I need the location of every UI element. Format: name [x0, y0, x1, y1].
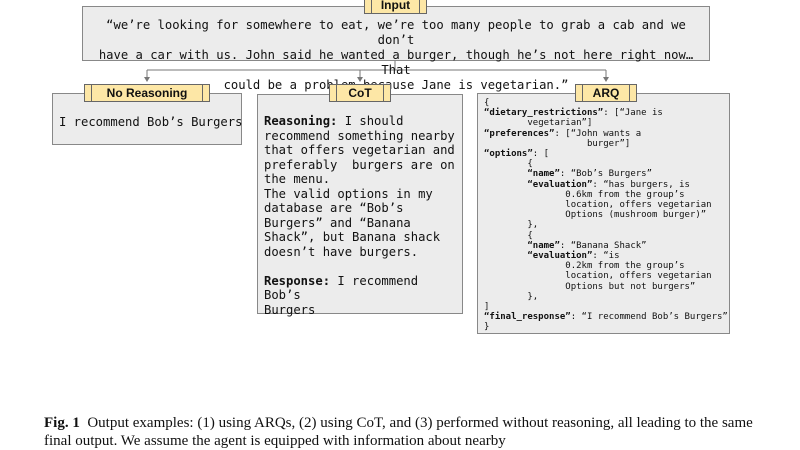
arq-line: Options (mushroom burger)”	[484, 210, 728, 220]
input-label: Input	[364, 0, 427, 14]
arq-value: : [“John wants a	[554, 128, 642, 139]
arq-line: location, offers vegetarian	[484, 271, 728, 281]
arq-line: Options but not burgers”	[484, 282, 728, 292]
arq-line: 0.2km from the group’s	[484, 261, 728, 271]
arq-line: }	[484, 322, 728, 332]
arq-line: vegetarian”]	[484, 118, 728, 128]
figure-number: Fig. 1	[44, 415, 80, 431]
arq-value: 0.6km from the group’s	[565, 189, 685, 200]
arq-line: location, offers vegetarian	[484, 200, 728, 210]
arq-value: {	[527, 230, 533, 241]
arq-line: “preferences”: [“John wants a	[484, 129, 728, 139]
arq-value: : “I recommend Bob’s Burgers”	[570, 312, 728, 323]
arq-value: Options (mushroom burger)”	[565, 210, 707, 221]
arq-value: : [“Jane is	[603, 108, 663, 119]
arq-value: vegetarian”]	[527, 118, 593, 129]
arq-key: “evaluation”	[527, 179, 593, 190]
cot-label: CoT	[329, 84, 391, 102]
arq-value: : “is	[592, 251, 620, 262]
arq-line: 0.6km from the group’s	[484, 190, 728, 200]
arq-value: {	[527, 159, 533, 170]
arq-line: “final_response”: “I recommend Bob’s Bur…	[484, 312, 728, 322]
arq-box: {“dietary_restrictions”: [“Jane is veget…	[477, 93, 730, 334]
arq-value: location, offers vegetarian	[565, 200, 712, 211]
arq-key: “name”	[527, 240, 560, 251]
arq-value: location, offers vegetarian	[565, 271, 712, 282]
arq-value: : [	[532, 149, 550, 160]
arq-line: burger”]	[484, 139, 728, 149]
arq-value: {	[484, 98, 490, 108]
arq-value: },	[527, 220, 539, 231]
input-line: have a car with us. John said he wanted …	[98, 48, 701, 77]
arq-line: “name”: “Bob’s Burgers”	[484, 169, 728, 179]
arq-value: ]	[484, 302, 490, 313]
arq-value: : “Bob’s Burgers”	[559, 169, 652, 180]
caption-text: Output examples: (1) using ARQs, (2) usi…	[44, 415, 753, 449]
arq-key: “dietary_restrictions”	[484, 108, 604, 119]
arq-json-output: {“dietary_restrictions”: [“Jane is veget…	[484, 98, 728, 333]
arq-line: “evaluation”: “is	[484, 251, 728, 261]
arq-value: },	[527, 291, 539, 302]
arq-key: “options”	[484, 149, 533, 160]
arq-value: Options but not burgers”	[565, 281, 696, 292]
arq-line: },	[484, 292, 728, 302]
cot-output: Reasoning: I should recommend something …	[264, 114, 460, 317]
cot-reasoning-label: Reasoning:	[264, 114, 338, 128]
cot-reasoning-text: I should recommend something nearby that…	[264, 114, 455, 259]
cot-response-text: I recommend Bob’s Burgers	[264, 273, 419, 317]
arq-value: 0.2km from the group’s	[565, 261, 685, 272]
input-line: “we’re looking for somewhere to eat, we’…	[106, 18, 694, 47]
arq-value: burger”]	[586, 138, 631, 149]
input-box: “we’re looking for somewhere to eat, we’…	[82, 6, 710, 92]
arq-key: “preferences”	[484, 128, 555, 139]
arq-line: {	[484, 159, 728, 169]
arq-value: : “Banana Shack”	[559, 240, 647, 251]
arq-line: },	[484, 220, 728, 230]
arq-line: “dietary_restrictions”: [“Jane is	[484, 108, 728, 118]
arq-line: {	[484, 231, 728, 241]
arq-line: “options”: [	[484, 149, 728, 159]
arq-line: {	[484, 98, 728, 108]
arq-key: “final_response”	[484, 312, 571, 323]
cot-response-label: Response:	[264, 273, 331, 288]
arq-value: : “has burgers, is	[592, 179, 690, 190]
arq-key: “name”	[527, 169, 560, 180]
no-reasoning-output: I recommend Bob’s Burgers	[59, 115, 243, 129]
no-reasoning-label: No Reasoning	[84, 84, 210, 102]
arq-line: “evaluation”: “has burgers, is	[484, 180, 728, 190]
input-quote: “we’re looking for somewhere to eat, we’…	[91, 18, 701, 93]
arq-label: ARQ	[575, 84, 637, 102]
arq-line: “name”: “Banana Shack”	[484, 241, 728, 251]
arq-value: }	[484, 322, 490, 333]
cot-box: Reasoning: I should recommend something …	[257, 94, 463, 317]
arq-line: ]	[484, 302, 728, 312]
arq-key: “evaluation”	[527, 251, 593, 262]
